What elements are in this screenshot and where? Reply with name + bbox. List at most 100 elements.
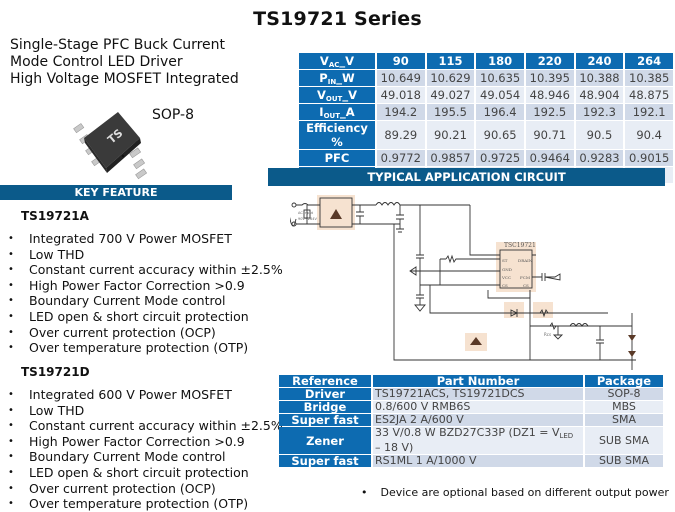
- label-unit: _A: [340, 104, 355, 119]
- bom-pkg: SUB SMA: [585, 455, 663, 467]
- rcs-label: Rcs: [544, 332, 551, 337]
- cell-value: 10.385: [625, 70, 673, 86]
- subtitle-line: High Voltage MOSFET Integrated: [10, 71, 239, 87]
- bom-row: Zener 33 V/0.8 W BZD27C33P (DZ1 = VLED –…: [279, 427, 663, 454]
- ic-label: TSC19721: [504, 242, 536, 249]
- row-label: PFC: [299, 150, 375, 166]
- cell-value: 192.1: [625, 104, 673, 120]
- label-main: Efficiency %: [306, 121, 368, 149]
- bom-header-part: Part Number: [373, 375, 583, 387]
- header-value: 115: [426, 53, 475, 69]
- feature-item: Over current protection (OCP): [8, 481, 283, 497]
- row-label: IOUT_A: [299, 104, 375, 120]
- footnote: •Device are optional based on different …: [361, 486, 669, 499]
- bom-part: RS1ML 1 A/1000 V: [373, 455, 583, 467]
- cell-value: 49.027: [426, 87, 475, 103]
- product-description: Single-Stage PFC Buck Current Mode Contr…: [10, 37, 239, 88]
- sop8-chip-image: TS: [73, 112, 148, 180]
- cell-value: 48.904: [575, 87, 624, 103]
- bom-pkg: SOP-8: [585, 388, 663, 400]
- label-main: P: [319, 70, 328, 85]
- label-unit: _W: [336, 70, 355, 85]
- bom-pkg: MBS: [585, 401, 663, 413]
- ac-input-label: AC Input: [298, 211, 314, 215]
- feature-item: Low THD: [8, 403, 283, 419]
- bom-part-post: – 18 V): [375, 441, 414, 454]
- package-label: SOP-8: [152, 107, 194, 123]
- label-sub: OUT: [325, 94, 343, 103]
- feature-item: Integrated 600 V Power MOSFET: [8, 387, 283, 403]
- bom-part: 33 V/0.8 W BZD27C33P (DZ1 = VLED – 18 V): [373, 427, 583, 454]
- feature-item: Over temperature protection (OTP): [8, 496, 283, 512]
- label-unit: _V: [342, 87, 357, 102]
- feature-item: LED open & short circuit protection: [8, 309, 283, 325]
- label-unit: _V: [339, 53, 355, 68]
- cell-value: 192.5: [525, 104, 574, 120]
- feature-item: Integrated 700 V Power MOSFET: [8, 231, 283, 247]
- cell-value: 89.29: [376, 121, 425, 149]
- cell-value: 10.388: [575, 70, 624, 86]
- feature-item: LED open & short circuit protection: [8, 465, 283, 481]
- feature-list-d: Integrated 600 V Power MOSFET Low THD Co…: [8, 387, 283, 512]
- diode-highlight: [504, 302, 524, 318]
- feature-item: Boundary Current Mode control: [8, 293, 283, 309]
- feature-item: Constant current accuracy within ±2.5%: [8, 418, 283, 434]
- bom-part: ES2JA 2 A/600 V: [373, 414, 583, 426]
- ic-pin-gnd: GND: [502, 267, 512, 272]
- bom-part-pre: 33 V/0.8 W BZD27C33P (DZ1 = V: [375, 426, 560, 439]
- performance-header-row: VAC_V 90 115 180 220 240 264: [299, 53, 673, 69]
- label-sub: OUT: [323, 111, 340, 120]
- part-title-a: TS19721A: [21, 209, 89, 223]
- bom-ref: Super fast: [279, 414, 371, 426]
- label-main: V: [316, 87, 326, 102]
- feature-item: Constant current accuracy within ±2.5%: [8, 262, 283, 278]
- ic-pin-vcc: VCC: [501, 275, 511, 280]
- row-label: VOUT_V: [299, 87, 375, 103]
- bom-header-package: Package: [585, 375, 663, 387]
- application-circuit-diagram: TSC19721 ST GND VCC CS DRAIN FCM CS AC I…: [290, 195, 636, 370]
- cell-value: 90.65: [476, 121, 524, 149]
- label-main: I: [319, 104, 324, 119]
- row-label: PIN_W: [299, 70, 375, 86]
- cell-value: 49.054: [476, 87, 524, 103]
- label-sub: AC: [328, 60, 340, 69]
- label-sub: IN: [327, 77, 337, 86]
- circuit-banner: TYPICAL APPLICATION CIRCUIT: [268, 168, 665, 186]
- bom-row: Bridge 0.8/600 V RMB6S MBS: [279, 401, 663, 413]
- header-vac: VAC_V: [299, 53, 375, 69]
- cell-value: 90.71: [525, 121, 574, 149]
- cell-value: 90.21: [426, 121, 475, 149]
- ic-pin-drain: DRAIN: [518, 258, 533, 263]
- feature-item: High Power Factor Correction >0.9: [8, 434, 283, 450]
- cell-value: 194.2: [376, 104, 425, 120]
- bullet-icon: •: [361, 486, 368, 499]
- cell-value: 0.9015: [625, 150, 673, 166]
- cell-value: 0.9725: [476, 150, 524, 166]
- cell-value: 10.635: [476, 70, 524, 86]
- cell-value: 48.875: [625, 87, 673, 103]
- cell-value: 0.9283: [575, 150, 624, 166]
- header-value: 180: [476, 53, 524, 69]
- bom-part: 0.8/600 V RMB6S: [373, 401, 583, 413]
- bom-row: Super fast ES2JA 2 A/600 V SMA: [279, 414, 663, 426]
- cell-value: 90.5: [575, 121, 624, 149]
- feature-list-a: Integrated 700 V Power MOSFET Low THD Co…: [8, 231, 283, 356]
- cell-value: 10.649: [376, 70, 425, 86]
- header-value: 240: [575, 53, 624, 69]
- bom-part-sub: LED: [559, 432, 574, 440]
- bom-ref: Super fast: [279, 455, 371, 467]
- cell-value: 49.018: [376, 87, 425, 103]
- ac-range-label: 90V~264V: [298, 217, 317, 221]
- bom-row: Driver TS19721ACS, TS19721DCS SOP-8: [279, 388, 663, 400]
- bom-pkg: SMA: [585, 414, 663, 426]
- cell-value: 10.395: [525, 70, 574, 86]
- cell-value: 192.3: [575, 104, 624, 120]
- cell-value: 195.5: [426, 104, 475, 120]
- cell-value: 196.4: [476, 104, 524, 120]
- bom-pkg: SUB SMA: [585, 427, 663, 454]
- key-feature-banner: KEY FEATURE: [0, 185, 232, 200]
